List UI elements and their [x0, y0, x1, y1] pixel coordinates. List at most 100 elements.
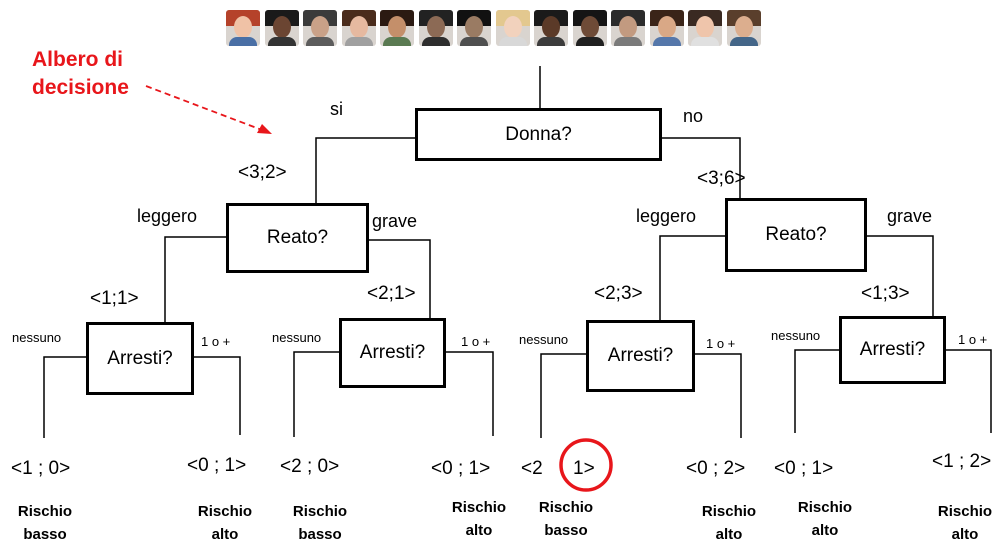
arresti4-none-branch — [794, 349, 839, 433]
person-photo — [649, 10, 684, 46]
person-photo — [380, 10, 414, 46]
right-severe-label: grave — [887, 206, 933, 226]
leaf-3-counts: <2 ; 0> — [280, 456, 340, 477]
person-shirt — [652, 37, 681, 46]
leaf-5-counts-part-b: 1> — [573, 458, 595, 479]
leaf-8-risk-line-2: alto — [951, 526, 979, 543]
left-light-label: leggero — [137, 206, 198, 226]
root-right-branch — [662, 137, 741, 198]
person-photo — [534, 10, 568, 46]
person-photo — [226, 10, 260, 46]
diagram-title: Albero di decisione — [32, 46, 129, 102]
arresti-node-4: Arresti? — [839, 316, 946, 384]
leaf-6-risk: Rischio alto — [694, 500, 764, 546]
person-face — [657, 16, 676, 38]
person-face — [734, 16, 753, 38]
leaf-4-counts: <0 ; 1> — [431, 458, 491, 479]
leaf-8-risk-line-1: Rischio — [937, 503, 993, 520]
leaf-8-counts: <1 ; 2> — [932, 451, 992, 472]
arresti2-none-branch — [293, 351, 339, 437]
leaf-5-risk: Rischio basso — [531, 496, 601, 542]
person-face — [349, 16, 368, 38]
person-face — [311, 16, 329, 38]
person-face — [580, 16, 599, 38]
leaf-7-risk: Rischio alto — [790, 496, 860, 542]
diagram-title-line-2: decisione — [32, 76, 129, 99]
person-shirt — [344, 37, 373, 46]
arresti4-plus-branch — [946, 349, 992, 433]
person-photo — [341, 10, 376, 46]
leaf-2-risk: Rischio alto — [190, 500, 260, 546]
leaf-6-counts: <0 ; 2> — [686, 458, 746, 479]
left-severe-count: <2;1> — [367, 283, 416, 304]
arresti-node-2: Arresti? — [339, 318, 446, 388]
arresti2-none-label: nessuno — [272, 330, 322, 345]
person-face — [696, 16, 714, 38]
person-photo — [495, 10, 530, 46]
right-count: <3;6> — [697, 168, 746, 189]
root-left-branch — [315, 137, 415, 203]
person-shirt — [460, 37, 488, 46]
leaf-7-risk-line-1: Rischio — [797, 499, 853, 516]
arresti-question-1: Arresti? — [107, 347, 173, 369]
arresti2-plus-branch — [446, 351, 494, 436]
arresti-node-1: Arresti? — [86, 322, 194, 395]
arresti-question-2: Arresti? — [359, 342, 426, 363]
leaf-3-risk-line-1: Rischio — [292, 503, 348, 520]
annotation-arrow-line — [145, 85, 263, 131]
right-reato-question: Reato? — [765, 224, 827, 245]
left-light-count: <1;1> — [90, 288, 139, 309]
person-photo — [264, 10, 299, 46]
person-shirt — [306, 37, 334, 46]
right-reato-severe-branch — [867, 235, 934, 316]
leaf-6-risk-line-2: alto — [715, 526, 743, 543]
leaf-1-risk-line-2: basso — [23, 526, 67, 543]
leaf-8-risk: Rischio alto — [930, 500, 1000, 546]
person-photo — [726, 10, 761, 46]
person-face — [388, 16, 406, 38]
arresti-node-3: Arresti? — [586, 320, 695, 392]
person-photo — [611, 10, 645, 46]
right-reato-light-branch — [659, 235, 725, 320]
leaf-3-risk: Rischio basso — [285, 500, 355, 546]
arresti3-plus-branch — [695, 353, 742, 438]
left-reato-node: Reato? — [226, 203, 369, 273]
arresti1-plus-label: 1 o + — [201, 334, 231, 349]
left-count: <3;2> — [238, 162, 287, 183]
leaf-1-risk: Rischio basso — [10, 500, 80, 546]
arresti3-none-label: nessuno — [519, 332, 569, 347]
person-face — [465, 16, 483, 38]
arresti2-plus-label: 1 o + — [461, 334, 491, 349]
leaf-1-risk-line-1: Rischio — [17, 503, 73, 520]
arresti4-plus-label: 1 o + — [958, 332, 988, 347]
root-node: Donna? — [415, 108, 662, 161]
arresti3-plus-label: 1 o + — [706, 336, 736, 351]
diagram-title-line-1: Albero di — [32, 48, 124, 71]
highlight-circle — [559, 438, 613, 492]
arresti-question-4: Arresti? — [859, 339, 926, 360]
leaf-2-risk-line-2: alto — [211, 526, 239, 543]
leaf-5-risk-line-1: Rischio — [538, 499, 594, 516]
person-face — [272, 16, 291, 38]
leaf-2-counts: <0 ; 1> — [187, 455, 247, 476]
person-shirt — [383, 37, 411, 46]
leaf-6-risk-line-1: Rischio — [701, 503, 757, 520]
person-face — [503, 16, 522, 38]
person-photo — [303, 10, 337, 46]
person-face — [619, 16, 637, 38]
person-shirt — [498, 37, 527, 46]
person-shirt — [614, 37, 642, 46]
person-photo — [572, 10, 607, 46]
leaf-5-risk-line-2: basso — [544, 522, 588, 539]
leaf-4-risk: Rischio alto — [444, 496, 514, 542]
right-severe-count: <1;3> — [861, 283, 910, 304]
person-shirt — [575, 37, 604, 46]
person-shirt — [691, 37, 719, 46]
person-shirt — [229, 37, 257, 46]
leaf-3-risk-line-2: basso — [298, 526, 342, 543]
right-light-label: leggero — [636, 206, 697, 226]
left-severe-label: grave — [372, 211, 418, 231]
root-yes-label: si — [330, 99, 343, 119]
leaf-7-risk-line-2: alto — [811, 522, 839, 539]
left-reato-severe-branch — [369, 239, 431, 318]
